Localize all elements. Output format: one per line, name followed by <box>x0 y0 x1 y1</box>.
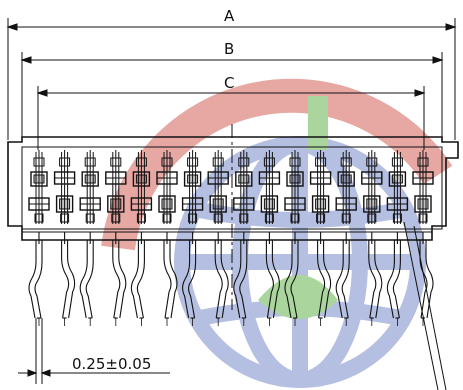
pin-contact <box>284 150 306 224</box>
pin-contact <box>79 150 101 224</box>
pin-contact <box>309 150 332 224</box>
pin-lead <box>386 232 401 326</box>
pin-lead <box>182 232 197 326</box>
pin-lead <box>79 232 94 326</box>
pin-lead <box>265 232 280 326</box>
pin-contact <box>130 150 153 224</box>
dimension-a-label: A <box>224 7 235 25</box>
pin-lead <box>335 232 350 326</box>
pin-lead <box>284 232 299 326</box>
pin-lead <box>61 232 76 326</box>
pin-lead <box>163 232 178 326</box>
pin-contact <box>28 150 50 224</box>
pin-contact <box>207 150 229 224</box>
pin-contact <box>181 150 204 224</box>
pin-lead <box>419 232 434 326</box>
pin-lead <box>130 232 145 326</box>
pin-lead <box>112 232 127 326</box>
pin-contact <box>386 150 409 224</box>
pin-contact <box>156 150 178 224</box>
pin-lead <box>368 232 383 326</box>
leads-layer <box>28 232 434 326</box>
dimension-lines <box>6 18 457 390</box>
pin-contact <box>105 150 127 224</box>
pin-contact <box>258 150 281 224</box>
dimension-b-label: B <box>224 40 234 58</box>
pin-lead <box>28 232 43 326</box>
pin-contact <box>53 150 76 224</box>
watermark-red-arc <box>101 78 453 251</box>
pin-lead <box>214 232 229 326</box>
pin-contact <box>361 150 383 224</box>
pin-lead <box>317 232 332 326</box>
pin-contact <box>335 150 357 224</box>
watermark-leaf <box>258 96 338 319</box>
dimension-c-label: C <box>224 74 234 92</box>
watermark-logo <box>101 78 453 388</box>
pin-width-label: 0.25±0.05 <box>72 355 151 373</box>
pins-layer <box>28 150 434 224</box>
pin-contact <box>412 150 434 224</box>
pin-contact <box>233 150 255 224</box>
pin-lead <box>233 232 248 326</box>
